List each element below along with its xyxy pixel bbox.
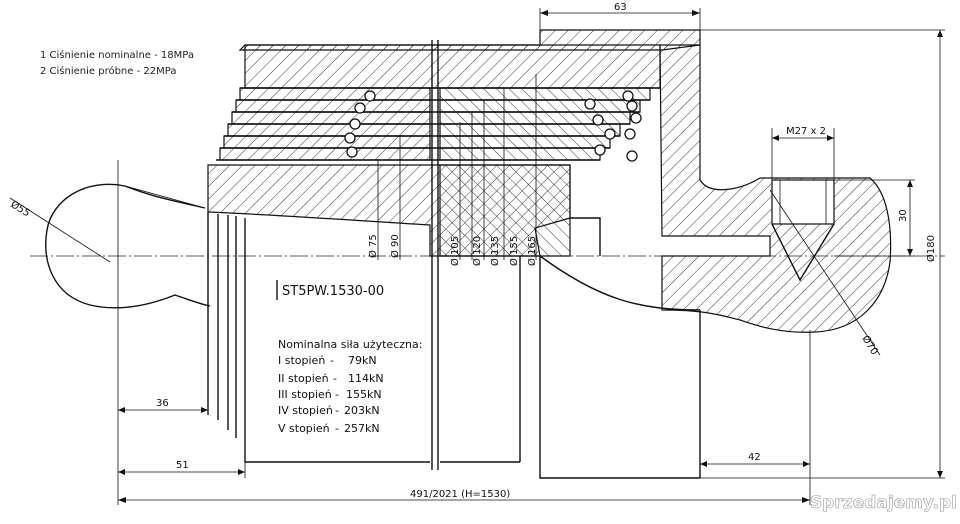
force-row-3-stage: III stopień: [278, 388, 332, 401]
force-row-4-sep: -: [335, 404, 339, 417]
dim-overall-label: 491/2021 (H=1530): [410, 489, 510, 500]
d55-label: Ø55: [8, 198, 32, 219]
inner-cone: [570, 217, 601, 256]
left-ball-end: [45, 183, 211, 309]
watermark-text: Sprzedajemy.pl: [810, 493, 956, 513]
dim-d180-label: Ø180: [925, 235, 937, 262]
force-table-title: Nominalna siła użyteczna:: [278, 338, 422, 351]
ball-neck-top: [124, 185, 206, 209]
force-row-1-stage: I stopień: [278, 354, 325, 367]
barrel-upper-wall: [244, 44, 661, 89]
dim-d70-label: Ø70: [859, 333, 880, 357]
force-row-2-sep: -: [333, 372, 337, 385]
break-lines: [431, 40, 439, 470]
dim-d180: [700, 29, 945, 479]
dim-thread: [771, 128, 835, 180]
d55-leader: [9, 197, 111, 263]
dim-d155: Ø 155: [508, 236, 520, 266]
bore-tip: [771, 223, 835, 282]
dim-42-label: 42: [748, 452, 761, 463]
dim-d90: Ø 90: [389, 234, 401, 258]
telescopic-stages: [216, 87, 660, 161]
dim-d165: Ø 165: [526, 236, 538, 266]
force-row-2-value: 114kN: [348, 372, 384, 385]
inner-core: [439, 164, 571, 257]
force-row-1-value: 79kN: [348, 354, 377, 367]
dim-d135: Ø 135: [489, 236, 501, 266]
dim-36: [117, 160, 208, 420]
dim-thread-label: M27 x 2: [786, 126, 826, 137]
d70-leader: [769, 189, 881, 356]
dim-51-label: 51: [176, 460, 189, 471]
force-row-4-stage: IV stopień: [278, 404, 333, 417]
dim-d75: Ø 75: [367, 234, 379, 258]
dim-30-label: 30: [898, 209, 909, 222]
force-table: I stopień - 79kN II stopień - 114kN III …: [278, 354, 384, 435]
force-row-3-sep: -: [335, 388, 339, 401]
dim-d105: Ø 105: [449, 236, 461, 266]
force-row-3-value: 155kN: [346, 388, 382, 401]
dim-42: [700, 330, 811, 505]
force-row-4-value: 203kN: [344, 404, 380, 417]
diameter-leaders: [377, 74, 537, 260]
force-row-5-stage: V stopień: [278, 422, 330, 435]
dim-63-label: 63: [614, 2, 627, 13]
force-row-2-stage: II stopień: [278, 372, 329, 385]
dim-51: [117, 420, 246, 505]
force-row-5-sep: -: [335, 422, 339, 435]
force-row-1-sep: -: [330, 354, 334, 367]
dim-overall: [118, 497, 810, 503]
sprzedajemy-logo: Sprzedajemy.pl: [810, 493, 956, 514]
dim-36-label: 36: [156, 398, 169, 409]
threaded-bore: [771, 179, 835, 225]
note-nominal-pressure: 1 Ciśnienie nominalne - 18MPa: [40, 49, 194, 61]
dim-63: [539, 8, 701, 30]
force-row-5-value: 257kN: [344, 422, 380, 435]
dim-30: [834, 179, 915, 257]
note-test-pressure: 2 Ciśnienie próbne - 22MPa: [40, 65, 176, 77]
dim-d120: Ø 120: [471, 236, 483, 266]
part-number: ST5PW.1530-00: [282, 284, 384, 299]
o-ring-seals: [344, 90, 642, 162]
